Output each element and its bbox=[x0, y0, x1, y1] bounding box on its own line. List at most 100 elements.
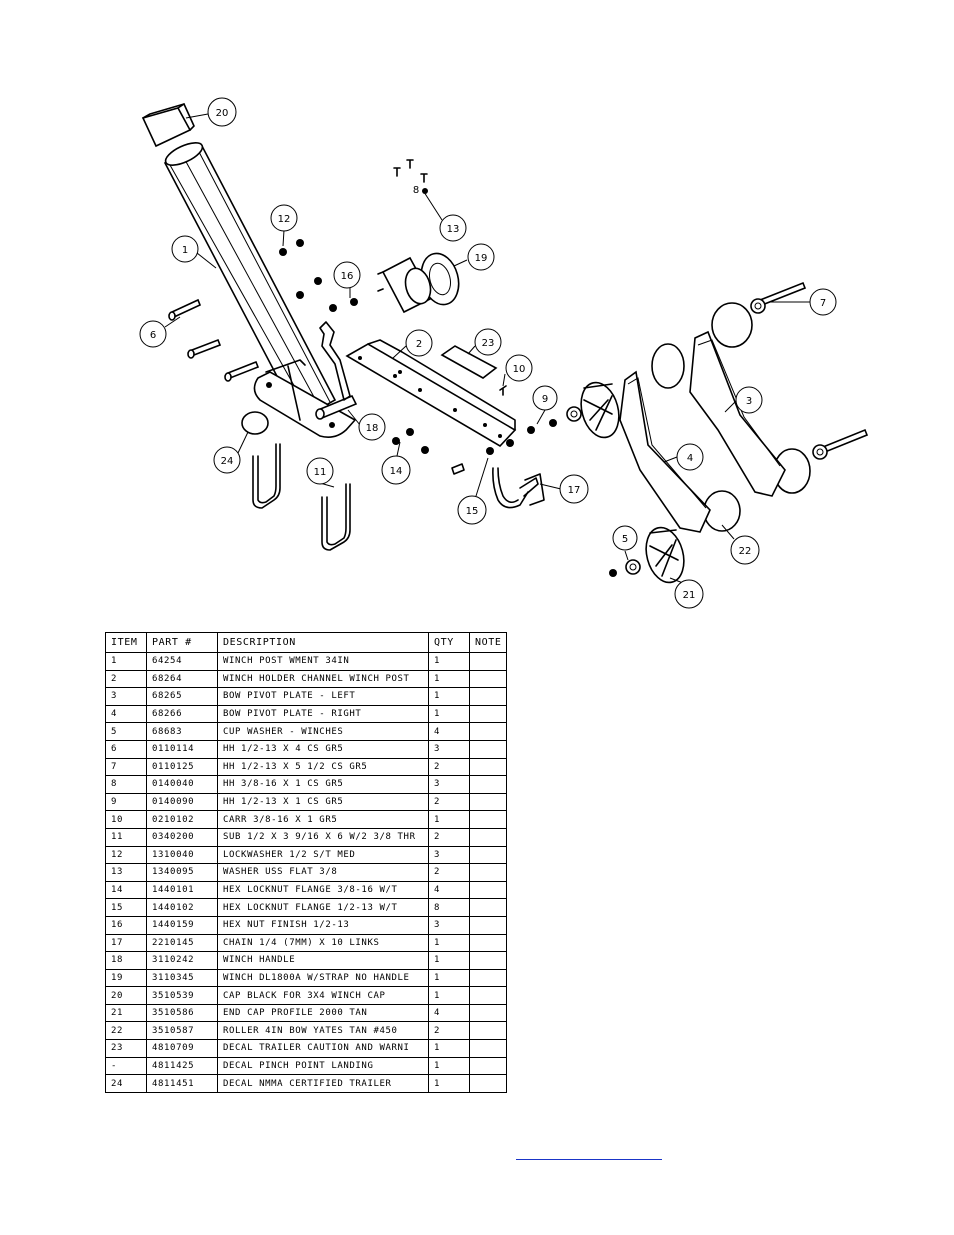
cell-description: WINCH HOLDER CHANNEL WINCH POST bbox=[217, 669, 429, 689]
cell-qty: 2 bbox=[428, 757, 470, 777]
balloon-label: 21 bbox=[683, 590, 696, 601]
cell-item: 9 bbox=[105, 792, 147, 812]
cell-item: 22 bbox=[105, 1021, 147, 1041]
cell-description: BOW PIVOT PLATE - LEFT bbox=[217, 687, 429, 706]
cell-note bbox=[468, 652, 508, 671]
chain-part bbox=[492, 467, 545, 509]
winch-holder-channel-part bbox=[345, 339, 517, 448]
cell-qty: 1 bbox=[428, 669, 470, 689]
cell-qty: 8 bbox=[428, 898, 470, 917]
cell-note bbox=[468, 933, 508, 953]
cell-part: 1440159 bbox=[146, 915, 218, 935]
cell-qty: 3 bbox=[428, 775, 470, 794]
cell-item: 18 bbox=[105, 951, 147, 970]
bolt-hh-3-8-parts bbox=[393, 159, 428, 194]
cell-note bbox=[468, 775, 508, 794]
cell-part: 3510587 bbox=[146, 1021, 218, 1041]
balloon-label: 6 bbox=[150, 330, 156, 341]
cell-note bbox=[468, 1021, 508, 1041]
cell-qty: 3 bbox=[428, 739, 470, 759]
cell-qty: 1 bbox=[428, 1039, 470, 1058]
header-qty: QTY bbox=[428, 632, 470, 653]
cell-item: 12 bbox=[105, 845, 147, 865]
lockwasher-parts bbox=[279, 239, 358, 312]
cell-description: DECAL NMMA CERTIFIED TRAILER bbox=[217, 1074, 429, 1093]
cell-item: 13 bbox=[105, 863, 147, 882]
cell-item: 14 bbox=[105, 880, 147, 900]
cell-item: 17 bbox=[105, 933, 147, 953]
cell-part: 68266 bbox=[146, 704, 218, 724]
cell-qty: 1 bbox=[428, 986, 470, 1005]
cell-qty: 1 bbox=[428, 951, 470, 970]
cell-part: 0110125 bbox=[146, 757, 218, 777]
balloon-label: 14 bbox=[390, 466, 403, 477]
cell-note bbox=[468, 1074, 508, 1093]
header-item: ITEM bbox=[105, 632, 147, 653]
cell-description: HH 1/2-13 X 5 1/2 CS GR5 bbox=[217, 757, 429, 777]
cell-item: 11 bbox=[105, 827, 147, 847]
footer-link[interactable] bbox=[516, 1146, 662, 1160]
cell-description: WINCH DL1800A W/STRAP NO HANDLE bbox=[217, 968, 429, 988]
cell-part: 3110345 bbox=[146, 968, 218, 988]
cell-qty: 1 bbox=[428, 968, 470, 988]
winch-handle-part bbox=[319, 321, 351, 401]
cell-item: 6 bbox=[105, 739, 147, 759]
cell-note bbox=[468, 827, 508, 847]
cell-description: SUB 1/2 X 3 9/16 X 6 W/2 3/8 THR bbox=[217, 827, 429, 847]
cell-part: 1440102 bbox=[146, 898, 218, 917]
roller-bow-parts bbox=[651, 302, 811, 532]
u-bolt-parts bbox=[252, 443, 351, 551]
bow-pivot-plate-left-part bbox=[689, 330, 786, 497]
balloon-label: 7 bbox=[820, 298, 826, 309]
cell-item: 24 bbox=[105, 1074, 147, 1093]
cell-description: HH 1/2-13 X 4 CS GR5 bbox=[217, 739, 429, 759]
balloon-label: 11 bbox=[314, 467, 327, 478]
cell-part: 68264 bbox=[146, 669, 218, 689]
cell-description: HH 3/8-16 X 1 CS GR5 bbox=[217, 775, 429, 794]
cell-qty: 1 bbox=[428, 687, 470, 706]
cell-item: 19 bbox=[105, 968, 147, 988]
cell-part: 68265 bbox=[146, 687, 218, 706]
cell-description: BOW PIVOT PLATE - RIGHT bbox=[217, 704, 429, 724]
cell-part: 0140090 bbox=[146, 792, 218, 812]
small-hardware-parts bbox=[392, 385, 641, 577]
balloon-label: 13 bbox=[447, 224, 460, 235]
balloon-label: 20 bbox=[216, 108, 229, 119]
cell-description: WINCH HANDLE bbox=[217, 951, 429, 970]
end-cap-parts bbox=[580, 381, 685, 584]
balloon-label: 1 bbox=[182, 245, 188, 256]
cell-item: 10 bbox=[105, 810, 147, 829]
cell-item: 20 bbox=[105, 986, 147, 1005]
cell-item: - bbox=[105, 1056, 147, 1076]
cell-item: 4 bbox=[105, 704, 147, 724]
balloon-label: 10 bbox=[513, 364, 526, 375]
bolt-hh-5-1-2-parts bbox=[750, 281, 869, 460]
balloon-label: 22 bbox=[739, 546, 752, 557]
cell-note bbox=[468, 898, 508, 917]
cell-item: 15 bbox=[105, 898, 147, 917]
cell-note bbox=[468, 915, 508, 935]
cell-part: 2210145 bbox=[146, 933, 218, 953]
balloon-label: 3 bbox=[746, 396, 752, 407]
header-note: NOTE bbox=[468, 632, 508, 653]
cell-item: 23 bbox=[105, 1039, 147, 1058]
cell-qty: 1 bbox=[428, 652, 470, 671]
cell-qty: 2 bbox=[428, 863, 470, 882]
cell-note bbox=[468, 810, 508, 829]
cell-item: 2 bbox=[105, 669, 147, 689]
winch-part bbox=[377, 252, 460, 314]
cell-part: 0140040 bbox=[146, 775, 218, 794]
